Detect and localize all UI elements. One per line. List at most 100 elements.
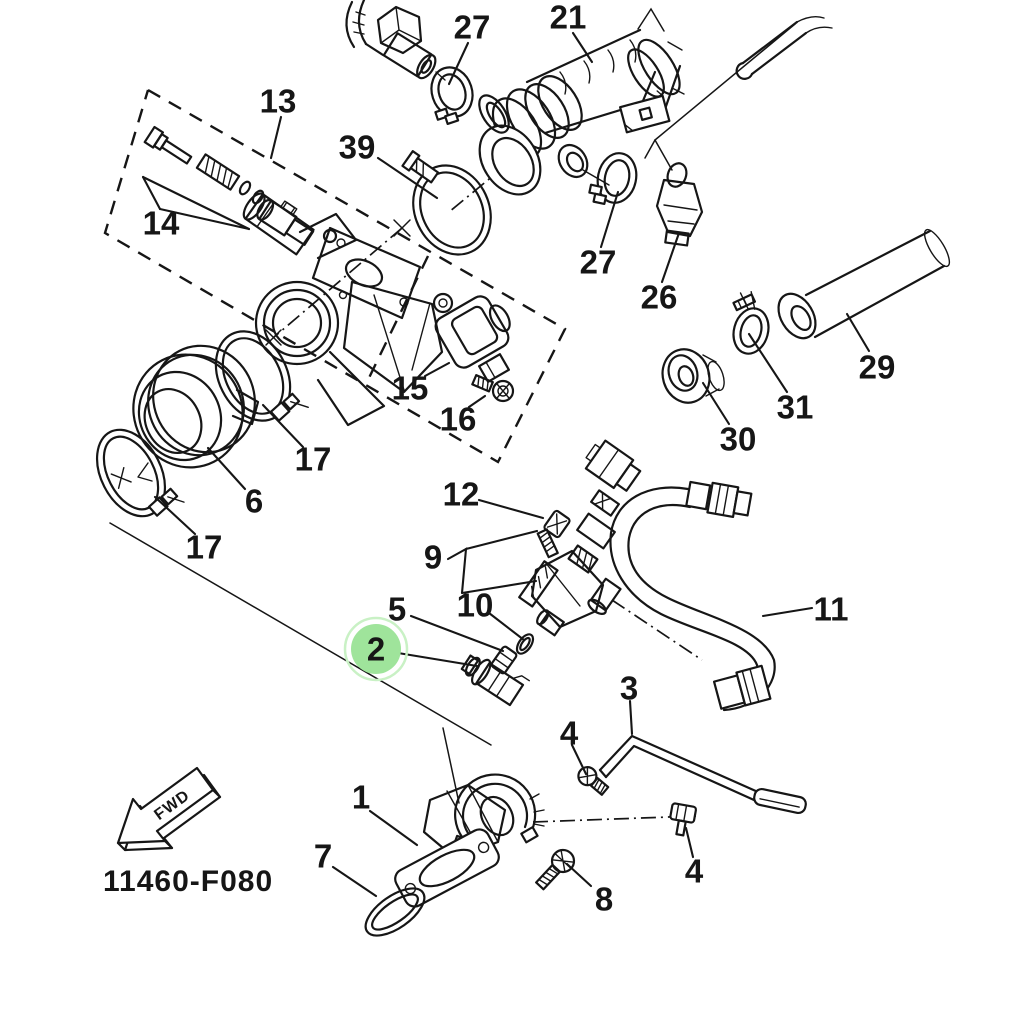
fwd-arrow: FWD	[116, 766, 222, 852]
leader-4a	[570, 743, 588, 776]
leader-27b	[599, 190, 620, 249]
leader-axis-manifold	[532, 815, 697, 823]
part-label-31: 31	[777, 389, 814, 426]
hose-29-upper-stub	[735, 15, 833, 80]
leader-frame-divider	[365, 255, 430, 383]
part-label-7: 7	[314, 838, 332, 875]
highlight-disc-part-2[interactable]	[351, 624, 401, 674]
leader-13	[269, 115, 283, 160]
intake-manifold-1	[394, 773, 545, 908]
band-clamp-39	[401, 150, 492, 256]
leader-27a	[447, 41, 470, 86]
air-joint-6	[132, 344, 260, 482]
part-label-11: 11	[814, 591, 849, 628]
wire-clamp-31	[732, 291, 770, 355]
leader-14	[158, 207, 251, 231]
leader-17a	[261, 403, 305, 449]
leader-axis-injector-hose	[611, 599, 703, 661]
throttle-body	[242, 192, 444, 427]
sensor-26	[655, 162, 704, 247]
part-label-4b: 4	[685, 853, 704, 890]
bolt-4-left	[577, 766, 610, 796]
part-label-39: 39	[339, 129, 376, 166]
joint-pipe-21	[478, 28, 685, 196]
part-label-17a: 17	[295, 441, 332, 478]
highlight-layer[interactable]	[343, 616, 409, 682]
pilot-screw-set-14	[143, 125, 315, 246]
hose-clamp-27-top	[430, 66, 474, 126]
part-label-6: 6	[245, 483, 263, 520]
part-label-21: 21	[550, 0, 587, 36]
leader-harness-arrow	[644, 139, 656, 159]
leader-assembly-line	[109, 522, 492, 746]
part-label-8: 8	[595, 881, 613, 918]
leader-16	[467, 394, 487, 409]
leader-9	[464, 529, 539, 551]
part-label-15: 15	[392, 370, 429, 407]
part-label-5: 5	[388, 591, 406, 628]
clamp-4-bottom	[669, 802, 698, 837]
construction-lines-layer	[103, 88, 703, 823]
part-label-30: 30	[720, 421, 757, 458]
part-label-3: 3	[620, 670, 638, 707]
leader-break-mark	[637, 7, 665, 32]
part-label-16: 16	[440, 401, 477, 438]
leader-axis-carb-bore	[272, 227, 403, 339]
leader-cross-mark	[393, 219, 411, 237]
leader-harness-arrow	[654, 139, 673, 171]
leader-14	[141, 175, 162, 211]
bolt-12	[536, 509, 571, 559]
leader-frame-13	[103, 88, 567, 464]
highlight-ring	[343, 616, 409, 682]
part-label-1: 1	[352, 779, 370, 816]
part-label-27b: 27	[580, 244, 617, 281]
leader-26	[660, 231, 681, 284]
fuel-hose-29	[777, 228, 951, 340]
leader-39	[376, 156, 439, 200]
part-label-14: 14	[143, 205, 180, 242]
part-label-26: 26	[641, 279, 678, 316]
oring-7	[364, 887, 426, 937]
fuel-injector-assembly-9	[518, 439, 642, 637]
leader-3	[628, 699, 634, 736]
hose-clamp-27-right	[588, 152, 638, 206]
part-label-4a: 4	[560, 715, 579, 752]
leader-assembly-line	[442, 727, 460, 804]
part-label-27a: 27	[454, 9, 491, 46]
band-clamp-17-upper	[214, 330, 309, 422]
leader-15	[423, 361, 451, 378]
band-clamp-17-lower	[95, 428, 185, 518]
leader-12	[477, 498, 545, 520]
leader-21	[571, 31, 594, 64]
leader-harness-line	[654, 23, 796, 141]
part-label-2[interactable]: 2	[367, 631, 385, 668]
fuel-hose-11	[609, 480, 776, 712]
grommet-30	[661, 348, 725, 404]
leader-11	[761, 606, 814, 618]
leader-cross-mark	[265, 329, 282, 346]
parts-artwork-layer: FWD 11460-F080	[95, 0, 951, 937]
leader-7	[331, 865, 378, 898]
clip-5	[490, 645, 518, 675]
pipe-joint-2	[460, 654, 531, 707]
tps-sensor-15	[432, 292, 511, 383]
leader-6	[206, 446, 247, 491]
leader-8	[565, 862, 593, 888]
part-label-9: 9	[424, 539, 442, 576]
diagram-code: 11460-F080	[103, 865, 273, 898]
leader-1	[368, 809, 419, 847]
leader-29	[845, 312, 871, 353]
inlet-stub-part	[345, 0, 446, 81]
leader-5	[409, 614, 505, 653]
leader-14	[141, 175, 251, 231]
part-label-10: 10	[457, 587, 494, 624]
oring-10	[515, 633, 535, 655]
leader-nipple-axis	[582, 169, 610, 186]
part-label-29: 29	[859, 349, 896, 386]
bracket-rod-3	[598, 734, 807, 815]
leader-4b	[684, 826, 695, 859]
leader-10	[487, 611, 526, 642]
leader-31	[747, 332, 789, 394]
